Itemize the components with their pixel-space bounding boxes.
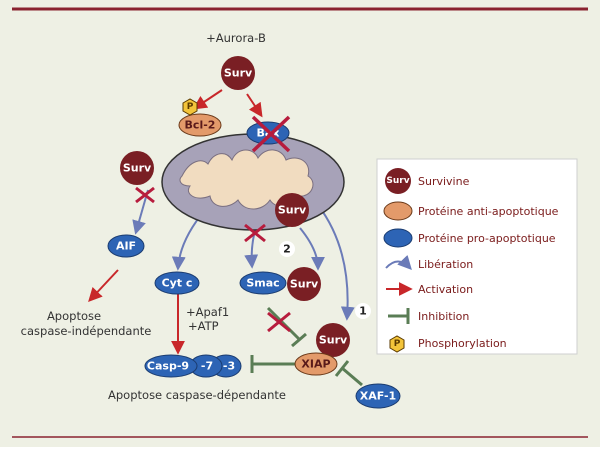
cross-bax — [251, 115, 291, 153]
legend-item-inhibition: Inhibition — [388, 308, 469, 324]
legend-item-liberation: Libération — [385, 255, 473, 271]
aif-node: AIF — [107, 234, 145, 258]
svg-text:-3: -3 — [223, 360, 235, 373]
svg-text:Phosphorylation: Phosphorylation — [418, 337, 507, 350]
svg-text:AIF: AIF — [116, 240, 136, 253]
svg-text:Surv: Surv — [290, 278, 319, 291]
bcl2-node: Bcl-2 — [178, 113, 222, 137]
survivin-node-top: Surv — [221, 56, 255, 90]
activation-arrow-apoptose-indep — [88, 269, 119, 303]
casp-9-node — [144, 354, 198, 378]
svg-text:Protéine pro-apoptotique: Protéine pro-apoptotique — [418, 232, 556, 245]
svg-text:1: 1 — [359, 305, 367, 318]
legend-item-survivine: Surv Survivine — [385, 168, 470, 194]
svg-text:-7: -7 — [201, 360, 213, 373]
activation-arrow-bax — [246, 93, 263, 118]
legend-item-pro: Protéine pro-apoptotique — [383, 228, 556, 248]
release-arrow-1 — [317, 204, 355, 321]
svg-text:Libération: Libération — [418, 258, 473, 271]
xiap-node: XIAP — [294, 352, 338, 376]
svg-text:Bcl-2: Bcl-2 — [185, 119, 216, 132]
legend-item-activation: Activation — [386, 282, 473, 296]
svg-text:Smac: Smac — [246, 277, 279, 290]
legend: Surv Survivine Protéine anti-apoptotique… — [376, 158, 578, 355]
svg-text:P: P — [187, 102, 194, 112]
svg-text:Surv: Surv — [224, 67, 253, 80]
xaf1-node: XAF-1 — [355, 383, 401, 409]
cytc-node: Cyt c — [154, 271, 200, 295]
cross-smac-inhibition — [267, 311, 291, 333]
svg-text:XIAP: XIAP — [301, 358, 330, 371]
survivin-node-smac: Surv — [287, 267, 321, 301]
inhibition-xaf-xiap — [341, 366, 363, 387]
cross-aif — [135, 186, 155, 204]
svg-text:Activation: Activation — [418, 283, 473, 296]
apoptose-indep-line1: Apoptose — [47, 309, 101, 323]
survivin-node-mito: Surv — [275, 193, 309, 227]
inhibition-smac-xiap — [266, 306, 302, 342]
apaf1-label: +Apaf1 — [186, 305, 229, 319]
svg-text:Surv: Surv — [123, 162, 152, 175]
aurora-b-label: +Aurora-B — [206, 31, 266, 45]
svg-text:XAF-1: XAF-1 — [360, 390, 396, 403]
caspase-nodes: Casp-9 -7 -3 — [144, 354, 242, 378]
phospho-icon: P — [182, 98, 198, 116]
activation-arrow-bcl2 — [192, 89, 223, 110]
cross-smac-release — [244, 223, 266, 243]
svg-text:Inhibition: Inhibition — [418, 310, 469, 323]
survivin-node-left: Surv — [120, 151, 154, 185]
svg-text:Surv: Surv — [386, 176, 409, 186]
step-1-marker: 1 — [355, 303, 371, 319]
legend-item-phosphorylation: P Phosphorylation — [389, 335, 507, 353]
svg-text:2: 2 — [283, 243, 291, 256]
svg-text:Survivine: Survivine — [418, 175, 470, 188]
svg-text:Casp-9: Casp-9 — [147, 360, 189, 373]
step-2-marker: 2 — [279, 241, 295, 257]
release-arrow-2 — [299, 227, 325, 271]
mitochondrion — [161, 133, 345, 231]
svg-text:Surv: Surv — [278, 204, 307, 217]
svg-text:Surv: Surv — [319, 334, 348, 347]
apoptose-dep-label: Apoptose caspase-dépendante — [108, 388, 286, 402]
svg-text:Cyt c: Cyt c — [162, 277, 193, 290]
legend-item-anti: Protéine anti-apoptotique — [383, 201, 559, 221]
svg-text:Protéine anti-apoptotique: Protéine anti-apoptotique — [418, 205, 559, 218]
survivin-node-xiap: Surv — [316, 323, 350, 357]
atp-label: +ATP — [188, 319, 219, 333]
apoptose-indep-line2: caspase-indépendante — [21, 324, 152, 338]
smac-node: Smac — [239, 271, 287, 295]
svg-text:P: P — [394, 339, 401, 349]
